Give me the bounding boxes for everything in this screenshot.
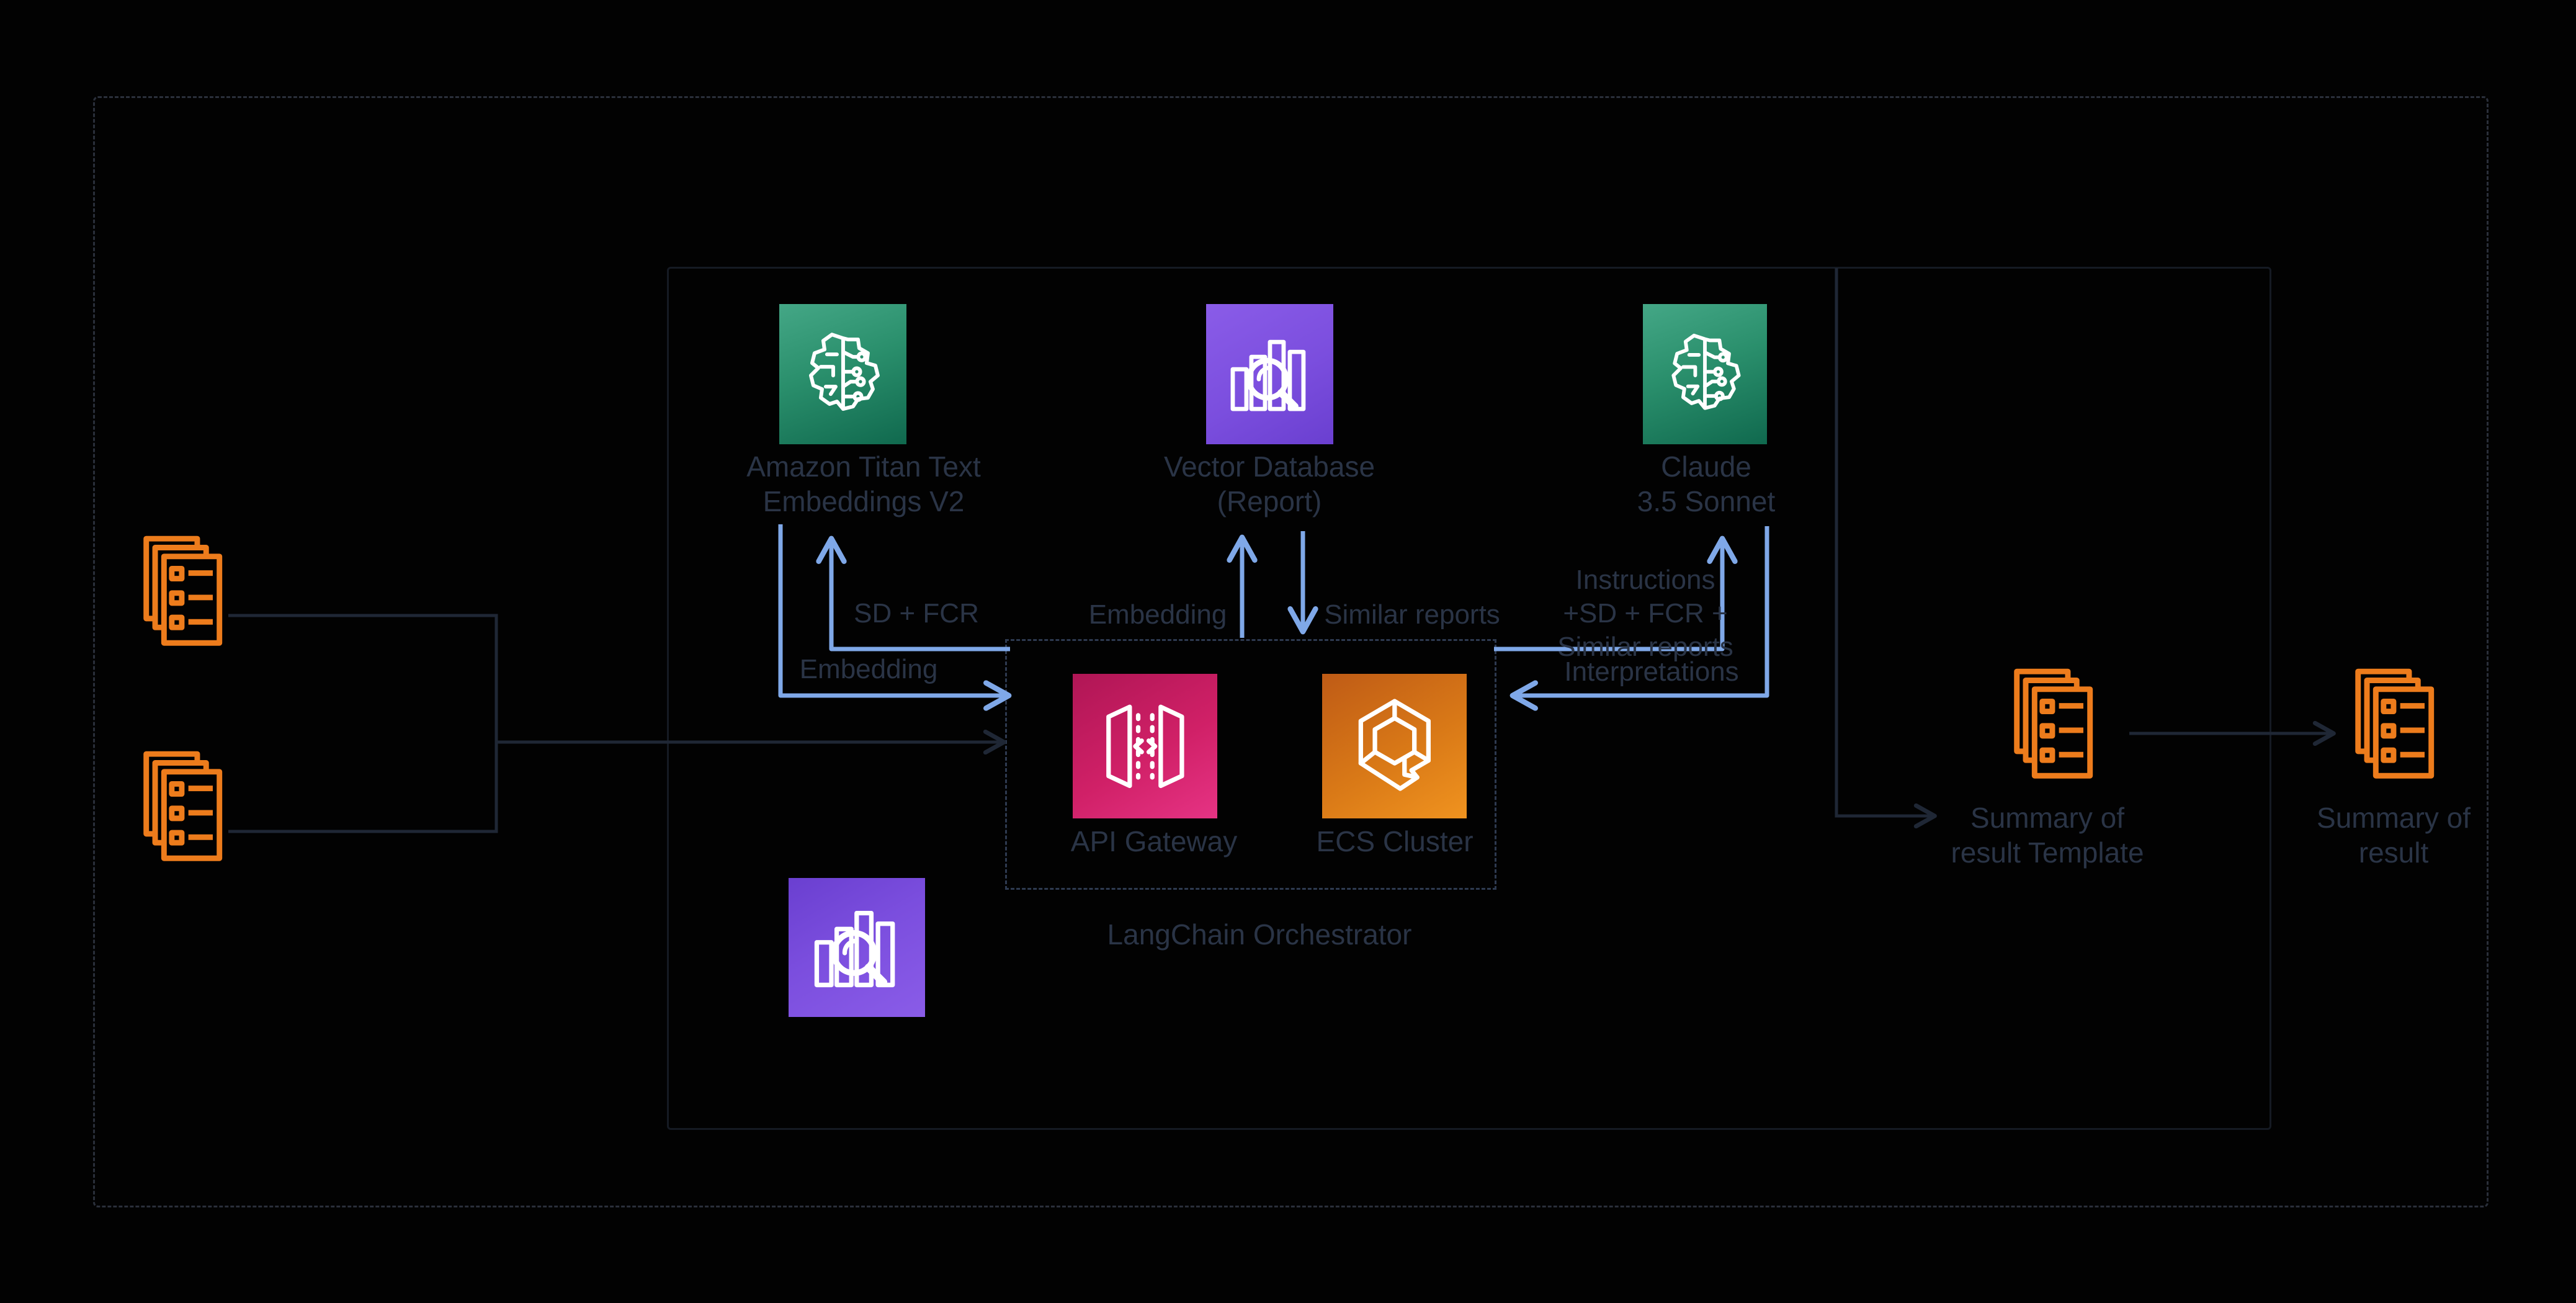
- opensearch-bars-magnifier-icon: [815, 910, 895, 987]
- vector-db-report-node: [1206, 304, 1333, 444]
- outer-dashed-container: [93, 96, 2489, 1207]
- edge-label-sd-fcr: SD + FCR: [854, 598, 979, 629]
- summary-template-label-line2: result Template: [1951, 836, 2144, 869]
- bedrock-brain-circuit-icon: [1671, 333, 1741, 410]
- document-stack-checklist-icon: [143, 751, 223, 861]
- api-gateway-label: API Gateway: [1070, 825, 1238, 857]
- langchain-orchestrator-box: [1005, 639, 1496, 890]
- edge-label-instructions-line2: +SD + FCR +: [1563, 598, 1728, 629]
- document-stack-checklist-icon: [2355, 668, 2435, 779]
- api-gateway-node: [1073, 674, 1217, 818]
- edge-label-interpretations: Interpretations: [1564, 656, 1739, 687]
- summary-template-docs: [2010, 665, 2099, 784]
- titan-label-line1: Amazon Titan Text: [746, 450, 981, 483]
- vector-db-report-label-line1: Vector Database: [1163, 450, 1375, 483]
- langchain-orchestrator-label: LangChain Orchestrator: [1107, 918, 1412, 951]
- summary-result-label-line2: result: [2358, 836, 2429, 869]
- vector-db-report-label-line2: (Report): [1217, 485, 1322, 517]
- input-reports-docs-2: [140, 748, 228, 867]
- claude-label-line2: 3.5 Sonnet: [1637, 485, 1776, 517]
- edge-label-instructions-line3: Similar reports: [1557, 632, 1733, 662]
- titan-label-line2: Embeddings V2: [763, 485, 965, 517]
- ecs-cluster-node: [1322, 674, 1467, 818]
- summary-result-docs: [2351, 665, 2440, 784]
- aws-cloud-container: [667, 267, 2271, 1130]
- claude-label-line1: Claude: [1661, 450, 1751, 483]
- opensearch-bars-magnifier-icon: [1230, 339, 1305, 411]
- document-stack-checklist-icon: [2014, 668, 2093, 779]
- edge-label-embedding-vdb: Embedding: [1088, 599, 1227, 630]
- edge-label-embedding-titan: Embedding: [799, 654, 938, 684]
- summary-template-label-line1: Summary of: [1970, 802, 2124, 834]
- ecs-cluster-label: ECS Cluster: [1316, 825, 1474, 857]
- input-reports-docs-1: [140, 532, 228, 652]
- edge-label-similar-reports: Similar reports: [1324, 599, 1500, 630]
- titan-embeddings-node: [779, 304, 906, 444]
- edge-label-instructions-line1: Instructions: [1575, 565, 1715, 595]
- claude-node: [1643, 304, 1767, 444]
- bedrock-brain-circuit-icon: [808, 333, 880, 411]
- api-gateway-brackets-icon: [1106, 704, 1184, 788]
- document-stack-checklist-icon: [143, 535, 223, 646]
- vector-db-sd-node: [789, 878, 925, 1017]
- summary-result-label-line1: Summary of: [2317, 802, 2471, 834]
- ecs-hexagon-cube-icon: [1358, 699, 1431, 791]
